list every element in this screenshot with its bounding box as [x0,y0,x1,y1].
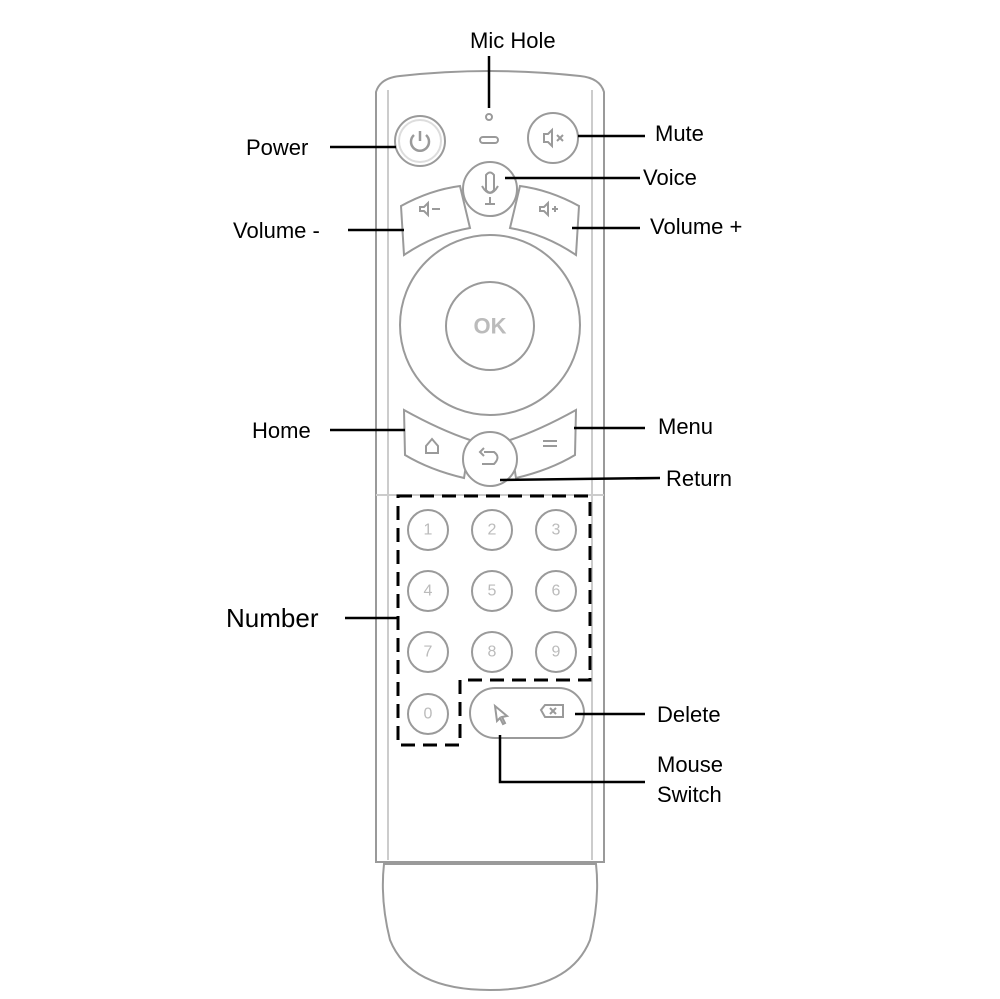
number-label: 0 [424,706,433,723]
ok-label: OK [474,314,507,339]
label-menu: Menu [658,414,714,439]
volume-up-button[interactable] [508,184,581,257]
number-label: 1 [424,522,433,539]
mute-icon [543,127,564,149]
number-button-4[interactable] [407,570,449,612]
label-return: Return [666,466,733,491]
label-mute: Mute [655,121,704,146]
label-number: Number [226,603,319,633]
number-label: 4 [424,583,433,600]
number-button-3[interactable] [535,509,577,551]
dpad-ring[interactable] [399,234,581,416]
remote-body-inner [387,90,593,860]
return-button[interactable] [462,431,518,487]
menu-icon [543,440,557,447]
power-button[interactable] [394,115,446,167]
indicator-slot [479,136,499,144]
voice-button[interactable] [462,161,518,217]
number-label: 9 [552,644,561,661]
return-icon [478,447,499,465]
home-icon [425,437,439,454]
mouse-delete-rocker [469,687,585,739]
number-button-2[interactable] [471,509,513,551]
label-power: Power [246,135,309,160]
remote-bottom-cap [381,863,599,992]
volume-up-icon [539,200,558,218]
label-volume-up: Volume + [650,214,743,239]
number-button-7[interactable] [407,631,449,673]
label-home: Home [252,418,311,443]
number-button-6[interactable] [535,570,577,612]
number-label: 7 [424,644,433,661]
volume-down-icon [419,200,440,218]
mute-button[interactable] [527,112,579,164]
number-label: 3 [552,522,561,539]
number-label: 5 [488,583,497,600]
callout-lines [330,56,661,784]
number-button-9[interactable] [535,631,577,673]
label-delete: Delete [657,702,721,727]
mouse-pointer-icon[interactable] [493,703,510,726]
label-volume-down: Volume - [233,218,320,243]
ok-button[interactable] [445,281,535,371]
number-button-1[interactable] [407,509,449,551]
remote-body [375,70,605,863]
number-pad: 1 2 3 4 5 6 7 8 9 0 [407,509,577,735]
menu-button[interactable] [508,408,578,480]
number-button-0[interactable] [407,693,449,735]
number-label: 8 [488,644,497,661]
label-mouse-switch-line2: Switch [657,782,722,807]
label-mouse-switch-line1: Mouse [657,752,724,777]
mic-hole [485,113,493,121]
volume-down-button[interactable] [399,184,472,257]
number-button-8[interactable] [471,631,513,673]
delete-icon[interactable] [539,704,564,718]
number-label: 2 [488,522,497,539]
number-button-5[interactable] [471,570,513,612]
label-mic-hole: Mic Hole [470,28,556,53]
number-group-outline [396,494,592,747]
power-icon [409,131,431,152]
microphone-icon [481,171,499,205]
label-voice: Voice [643,165,697,190]
number-label: 6 [552,583,561,600]
